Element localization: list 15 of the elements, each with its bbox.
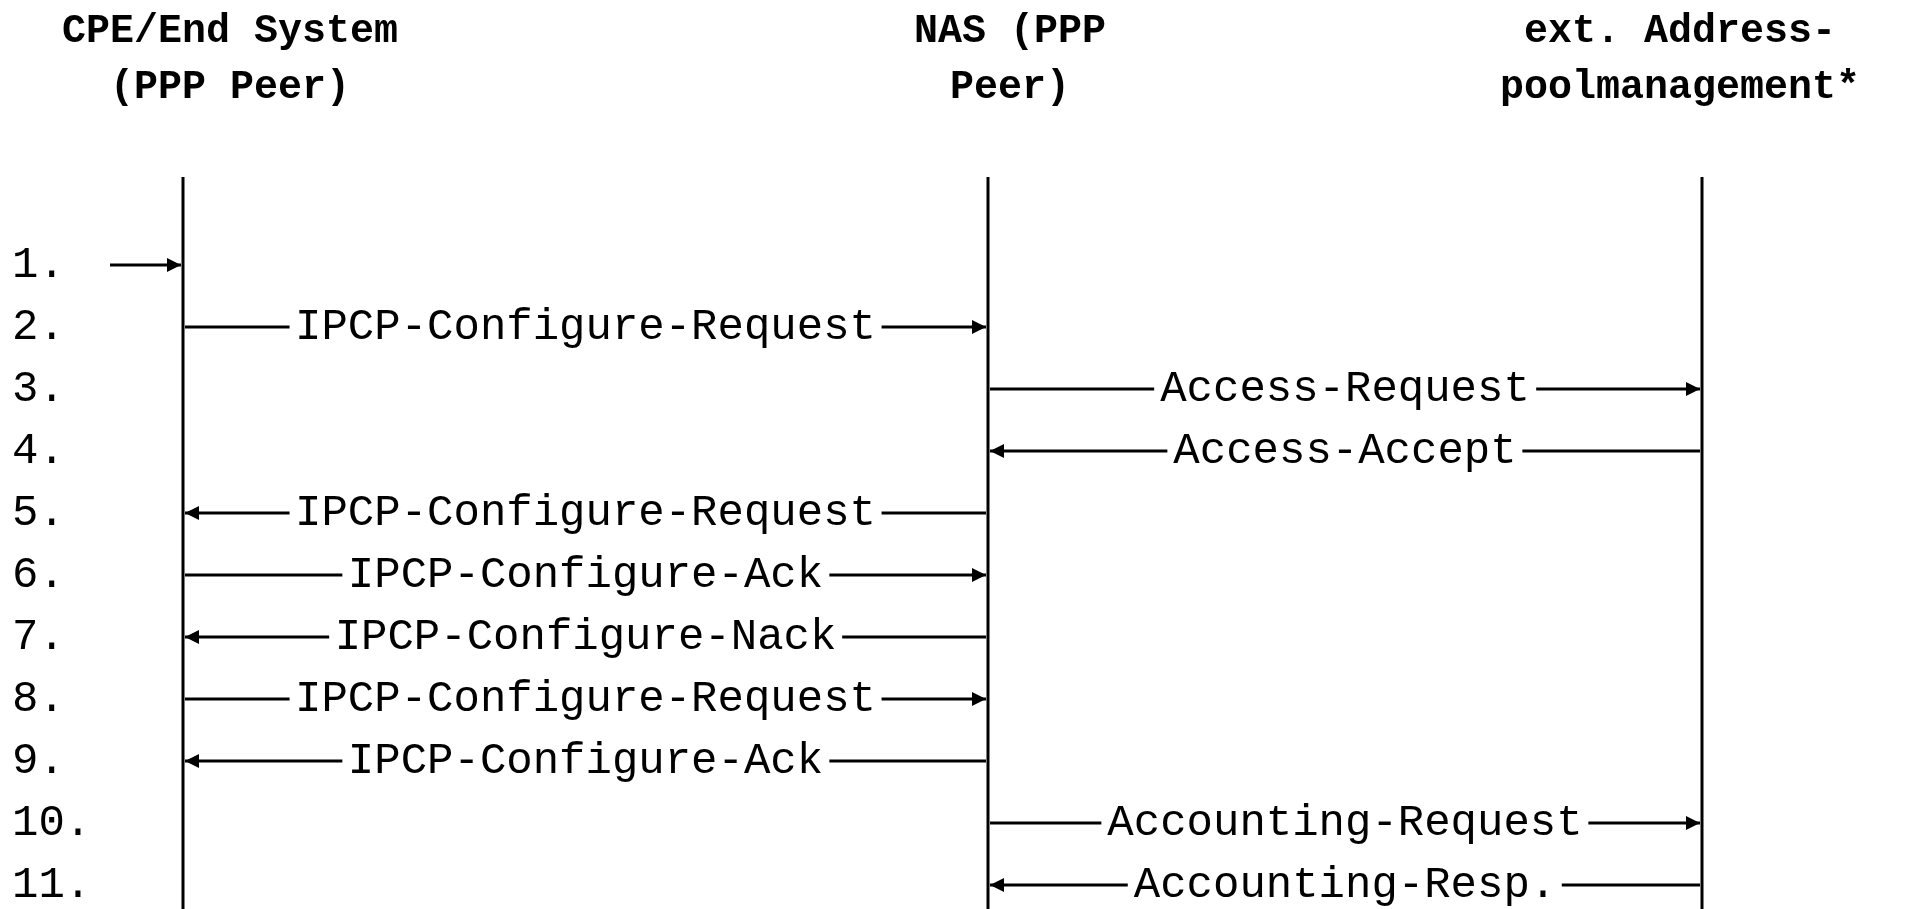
step-number: 2. xyxy=(12,302,65,352)
message-arrow xyxy=(110,258,181,272)
step-number: 3. xyxy=(12,364,65,414)
step-number: 4. xyxy=(12,426,65,476)
step-number: 7. xyxy=(12,612,65,662)
step-number: 1. xyxy=(12,240,65,290)
step-number: 5. xyxy=(12,488,65,538)
step-number: 10. xyxy=(12,798,92,848)
step-number: 11. xyxy=(12,860,92,909)
participant-header: CPE/End System (PPP Peer) xyxy=(60,8,400,112)
participant-header: ext. Address- poolmanagement* xyxy=(1498,8,1862,112)
step-number: 6. xyxy=(12,550,65,600)
participant-header: NAS (PPP Peer) xyxy=(913,8,1107,112)
step-number: 8. xyxy=(12,674,65,724)
step-number: 9. xyxy=(12,736,65,786)
